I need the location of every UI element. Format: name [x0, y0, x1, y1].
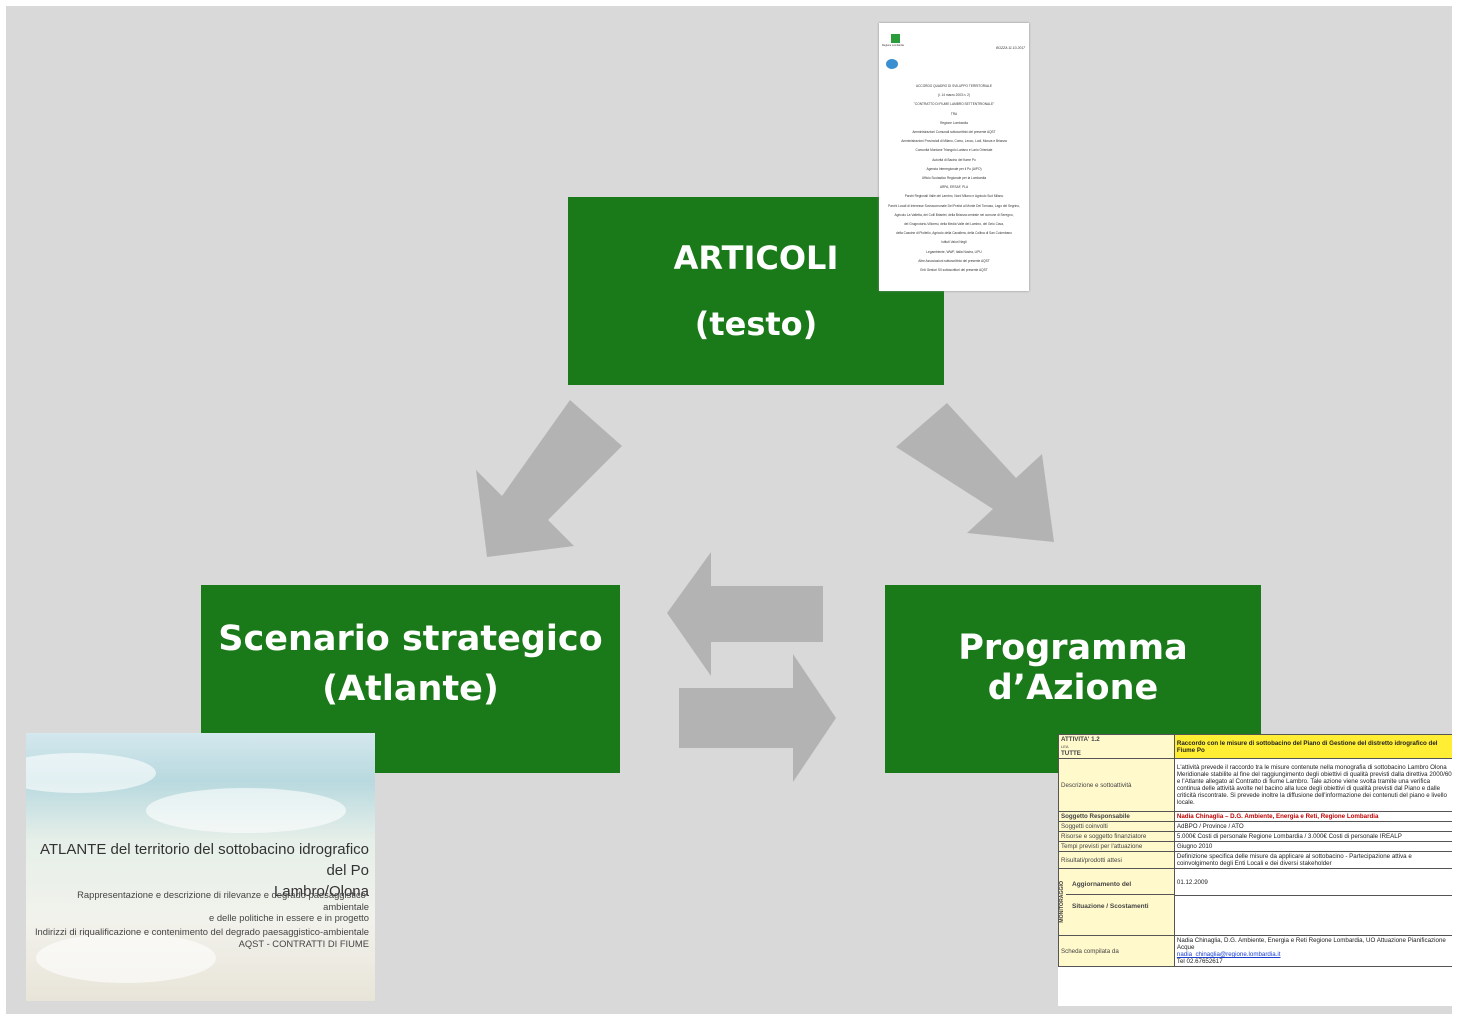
document-thumbnail: Regione Lombardia BOZZA 11.10.2017 ACCOR…: [879, 23, 1029, 291]
monitor-label: MONITORAGGIO: [1059, 881, 1065, 923]
atlas-thumbnail: ATLANTE del territorio del sottobacino i…: [26, 733, 375, 1001]
document-line: Parchi Regionali Valle del Lambro, Nord …: [904, 194, 1004, 199]
document-line: Comunità Montane Triangolo Lariano e Lar…: [915, 148, 993, 153]
activity-label: ATTIVITA' 1.2: [1061, 736, 1100, 743]
regione-logo-icon: [891, 34, 900, 43]
document-line: Agenzia Interregionale per il Po (AIPO): [926, 166, 982, 171]
activity-table-thumbnail: ATTIVITA' 1.2 LEA TUTTE Raccordo con le …: [1058, 734, 1452, 1006]
activity-label-cell: ATTIVITA' 1.2 LEA TUTTE: [1058, 734, 1175, 759]
document-line: Regione Lombardia: [940, 120, 968, 125]
area-small-label: LEA: [1061, 744, 1069, 749]
atlas-sub2-line1: Indirizzi di riqualificazione e contenim…: [34, 926, 369, 937]
table-row-label: Tempi previsti per l'attuazione: [1058, 841, 1175, 852]
document-line: Ufficio Scolastico Regionale per la Lomb…: [921, 176, 987, 181]
document-line: della Cascine di Pioltello, Agricolo del…: [896, 231, 1012, 236]
table-row-value: L'attività prevede il raccordo tra le mi…: [1173, 758, 1452, 812]
document-line: del Grugnotorto-Villoresi, della Media V…: [904, 222, 1004, 227]
water-logo-icon: [886, 59, 898, 69]
table-row-label: Risultati/prodotti attesi: [1058, 851, 1175, 869]
arrow-articoli-to-programma: [896, 403, 1054, 542]
update-label: Aggiornamento del: [1066, 881, 1174, 896]
atlas-sub1-line2: e delle politiche in essere e in progett…: [209, 912, 369, 923]
compiled-tel: Tel 02.67652617: [1176, 958, 1223, 965]
document-line: "CONTRATTO DI FIUME LAMBRO SETTENTRIONAL…: [913, 102, 995, 107]
area-label: TUTTE: [1061, 750, 1081, 757]
arrows-layer: [476, 400, 1054, 782]
arrow-programma-to-scenario: [667, 552, 823, 676]
box-scenario-title: Scenario strategico: [218, 619, 603, 659]
table-row-value: Nadia Chinaglia – D.G. Ambiente, Energia…: [1173, 811, 1452, 822]
atlas-subtitle-1: Rappresentazione e descrizione di rileva…: [32, 889, 369, 924]
table-row-value: Definizione specifica delle misure da ap…: [1173, 851, 1452, 869]
document-line: ACCORDO QUADRO DI SVILUPPO TERRITORIALE: [915, 84, 993, 88]
document-text: ACCORDO QUADRO DI SVILUPPO TERRITORIALE (…: [883, 82, 1025, 275]
compiled-label: Scheda compilata da: [1058, 935, 1175, 967]
document-line: Amministrazioni Comunali sottoscrittrici…: [912, 130, 996, 135]
document-line: TRA: [950, 111, 958, 116]
activity-title-cell: Raccordo con le misure di sottobacino de…: [1173, 734, 1452, 759]
table-row-value: 5.000€ Costi di personale Regione Lombar…: [1173, 831, 1452, 842]
table-row-label: Descrizione e sottoattività: [1058, 758, 1175, 812]
document-line: (l. 14 marzo 2003 n. 2): [937, 93, 971, 98]
table-row-label: Risorse e soggetto finanziatore: [1058, 831, 1175, 842]
document-line: Legambiente, WWF, Italia Nostra, LIPU: [926, 249, 982, 254]
document-line: ARPA, ERSAF, PLA: [939, 185, 969, 190]
document-line: Altre Associazioni sottoscrittrici del p…: [918, 258, 990, 263]
atlas-title-line2: Lambro/Olona: [273, 883, 369, 900]
table-row-value: Giugno 2010: [1173, 841, 1452, 852]
table-row-label: Soggetti coinvolti: [1058, 821, 1175, 832]
box-articoli-subtitle: (testo): [694, 305, 818, 343]
atlas-sub1-line1: Rappresentazione e descrizione di rileva…: [77, 889, 369, 912]
document-line: Agricolo La Valletta, dei Colli Briantei…: [894, 212, 1014, 217]
table-row-label: Soggetto Responsabile: [1058, 811, 1175, 822]
document-line: Istituti Valori Negli: [941, 240, 967, 245]
arrow-scenario-to-programma: [679, 654, 836, 782]
atlas-title: ATLANTE del territorio del sottobacino i…: [32, 839, 369, 902]
monitor-cell: MONITORAGGIO Aggiornamento del Situazion…: [1058, 868, 1175, 936]
box-programma-title: Programma d’Azione: [958, 628, 1188, 708]
situation-label: Situazione / Scostamenti: [1072, 903, 1149, 911]
atlas-title-line1: ATLANTE del territorio del sottobacino i…: [39, 841, 369, 879]
situation-value: [1173, 895, 1452, 936]
document-line: Amministrazioni Provinciali di Milano, C…: [901, 139, 1007, 144]
table-row-value: AdBPO / Province / ATO: [1173, 821, 1452, 832]
compiled-value: Nadia Chinaglia, D.G. Ambiente, Energia …: [1176, 937, 1446, 951]
arrow-articoli-to-scenario: [476, 400, 622, 557]
document-line: Enti Gestori SII sottoscrittori del pres…: [920, 268, 988, 273]
document-line: Autorità di Bacino del fiume Po: [932, 157, 976, 162]
cloud-shape: [36, 933, 216, 983]
box-articoli-title: ARTICOLI: [673, 239, 839, 277]
compiled-email[interactable]: nadia_chinaglia@regione.lombardia.it: [1176, 951, 1281, 958]
diagram-canvas: ARTICOLI (testo) Scenario strategico (At…: [6, 6, 1452, 1014]
cloud-shape: [26, 753, 156, 793]
regione-logo-label: Regione Lombardia: [882, 44, 904, 47]
atlas-sub2-line2: AQST - CONTRATTI DI FIUME: [238, 937, 369, 949]
document-date: BOZZA 11.10.2017: [996, 46, 1025, 50]
cloud-shape: [146, 788, 346, 833]
activity-table: ATTIVITA' 1.2 LEA TUTTE Raccordo con le …: [1058, 734, 1452, 967]
document-line: Parchi Locali di Interesse Sovracomunale…: [888, 203, 1020, 208]
atlas-subtitle-2: Indirizzi di riqualificazione e contenim…: [32, 926, 369, 949]
compiled-cell: Nadia Chinaglia, D.G. Ambiente, Energia …: [1173, 935, 1452, 967]
update-value: 01.12.2009: [1173, 868, 1452, 896]
box-scenario-subtitle: (Atlante): [322, 669, 499, 709]
